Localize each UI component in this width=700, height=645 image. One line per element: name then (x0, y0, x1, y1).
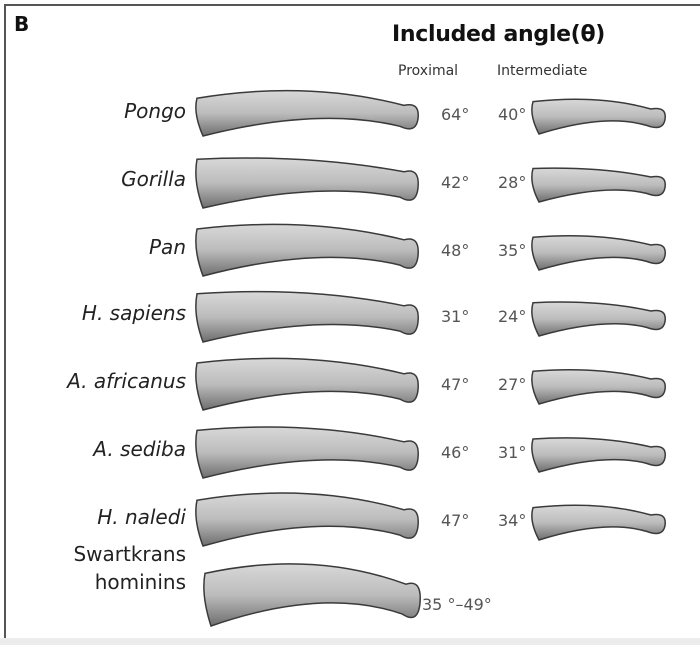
angle-intermediate: 40° (498, 105, 527, 124)
angle-proximal: 47° (441, 511, 470, 530)
angle-proximal: 48° (441, 241, 470, 260)
proximal-phalanx-image (195, 290, 419, 343)
taxon-label: H. sapiens (81, 301, 186, 325)
proximal-phalanx-image (195, 223, 419, 277)
intermediate-phalanx-image (531, 504, 666, 541)
angle-proximal: 31° (441, 307, 470, 326)
frame-border-left (4, 4, 6, 638)
taxon-label: Gorilla (121, 167, 186, 191)
frame-border-bottom (0, 638, 700, 645)
proximal-phalanx-image (203, 563, 421, 627)
angle-proximal: 46° (441, 443, 470, 462)
taxon-label-swartkrans: Swartkrans hominins (73, 540, 186, 596)
intermediate-phalanx-image (531, 167, 666, 203)
angle-proximal: 64° (441, 105, 470, 124)
taxon-label-line2: hominins (94, 570, 186, 594)
intermediate-phalanx-image (531, 234, 666, 271)
taxon-label-line1: Swartkrans (73, 542, 186, 566)
angle-intermediate: 31° (498, 443, 527, 462)
angle-intermediate: 35° (498, 241, 527, 260)
intermediate-phalanx-image (531, 368, 666, 405)
column-header-proximal: Proximal (398, 63, 459, 79)
taxon-label: Pongo (124, 99, 186, 123)
proximal-phalanx-image (195, 89, 419, 137)
proximal-phalanx-image (195, 357, 419, 411)
angle-proximal: 42° (441, 173, 470, 192)
angle-intermediate: 27° (498, 375, 527, 394)
angle-intermediate: 24° (498, 307, 527, 326)
taxon-label: A. africanus (67, 369, 186, 393)
taxon-label: A. sediba (93, 437, 186, 461)
angle-intermediate: 28° (498, 173, 527, 192)
panel-label: B (14, 12, 30, 36)
angle-proximal: 47° (441, 375, 470, 394)
angle-intermediate: 34° (498, 511, 527, 530)
frame-border-top (4, 4, 700, 6)
taxon-label: H. naledi (97, 505, 186, 529)
intermediate-phalanx-image (531, 437, 666, 473)
column-header-intermediate: Intermediate (497, 63, 588, 79)
proximal-phalanx-image (195, 157, 419, 209)
proximal-phalanx-image (195, 492, 419, 547)
proximal-phalanx-image (195, 426, 419, 479)
taxon-label: Pan (149, 235, 186, 259)
angle-proximal-swartkrans: 35 °–49° (422, 595, 492, 614)
intermediate-phalanx-image (531, 98, 666, 135)
intermediate-phalanx-image (531, 301, 666, 337)
figure-title: Included angle(θ) (392, 22, 606, 47)
